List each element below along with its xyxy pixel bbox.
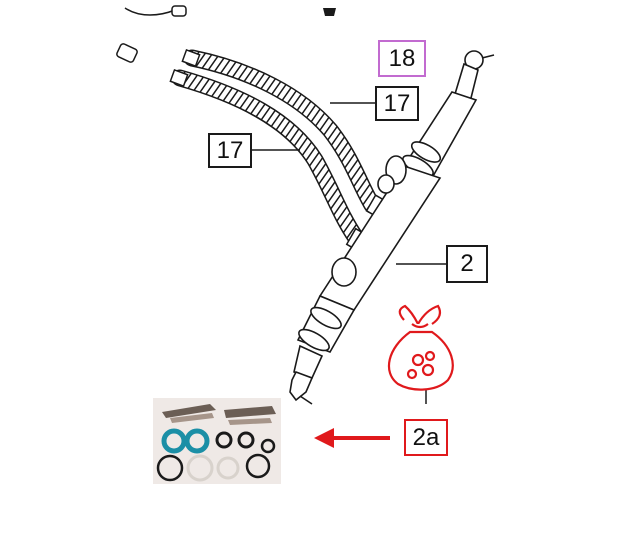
callout-2a: 2a bbox=[404, 419, 448, 456]
seal-kit-photo bbox=[153, 398, 281, 484]
top-fragment-right bbox=[323, 8, 336, 16]
top-fragment-left bbox=[124, 5, 187, 17]
callout-18: 18 bbox=[378, 40, 426, 77]
seal-kit-bag-icon bbox=[388, 304, 454, 391]
red-arrow-icon bbox=[314, 428, 390, 448]
callout-17-upper: 17 bbox=[375, 86, 419, 121]
callout-2: 2 bbox=[446, 245, 488, 283]
small-fitting-fragment bbox=[116, 43, 138, 63]
callout-17-left: 17 bbox=[208, 133, 252, 168]
hydraulic-cylinder bbox=[289, 50, 495, 405]
